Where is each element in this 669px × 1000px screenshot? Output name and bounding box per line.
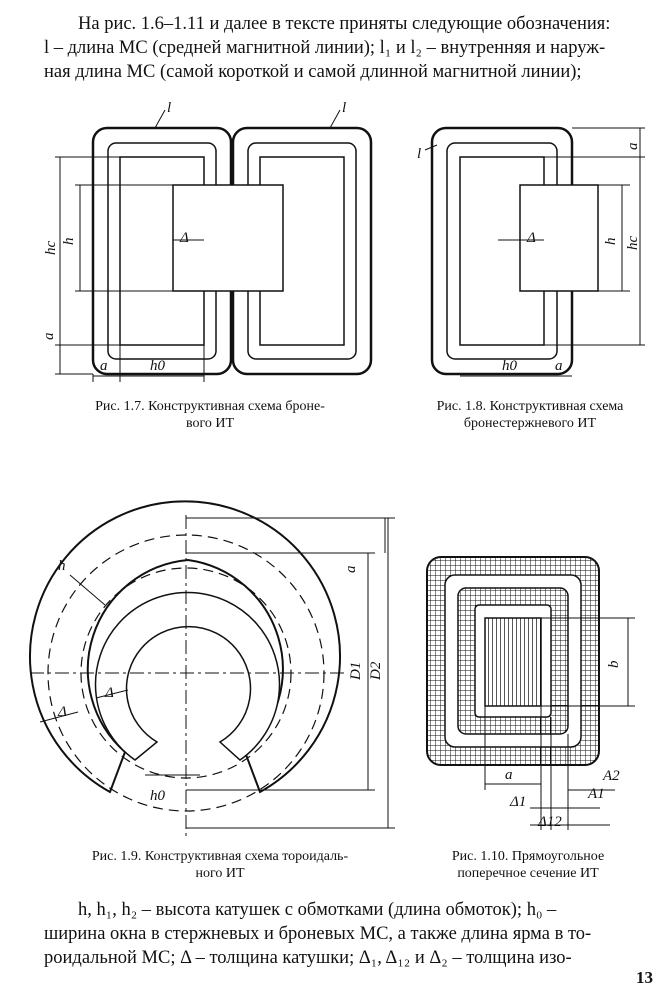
fig-1-10-caption: Рис. 1.10. Прямоугольное поперечное сече… xyxy=(418,848,638,882)
label-h: h xyxy=(603,238,619,246)
fig-1-7-diagram: l l hc h Δ a a h0 xyxy=(41,100,373,382)
intro-line-1: На рис. 1.6–1.11 и далее в тексте принят… xyxy=(78,14,611,34)
fig-1-8-diagram: l a h hc Δ h0 a xyxy=(417,126,645,377)
label-l: l xyxy=(342,100,346,116)
body-line-2: ширина окна в стержневых и броневых МС, … xyxy=(44,924,592,944)
label-l: l xyxy=(417,146,421,162)
page-number: 13 xyxy=(636,968,653,987)
caption-line: поперечное сечение ИТ xyxy=(457,866,599,881)
label-a: a xyxy=(343,566,359,574)
label-a: a xyxy=(625,143,641,151)
body-line-3: роидальной МС; Δ – толщина катушки; Δ₁, … xyxy=(44,948,572,968)
label-delta: Δ xyxy=(57,704,67,720)
caption-line: ного ИТ xyxy=(195,866,245,881)
label-h0: h0 xyxy=(502,358,518,374)
fig-1-7-caption: Рис. 1.7. Конструктивная схема броне- во… xyxy=(60,398,360,432)
caption-line: Рис. 1.8. Конструктивная схема xyxy=(436,399,624,414)
fig-1-10-diagram: b a A2 A1 Δ1 Δ12 xyxy=(426,556,635,830)
label-delta: Δ xyxy=(179,230,189,246)
label-hc: hc xyxy=(43,241,59,256)
label-d1: D1 xyxy=(348,662,364,681)
label-b: b xyxy=(606,660,622,668)
label-delta: Δ xyxy=(104,685,114,701)
label-a2: A2 xyxy=(602,768,620,784)
label-d2: D2 xyxy=(368,661,384,681)
fig-1-9-caption: Рис. 1.9. Конструктивная схема тороидаль… xyxy=(40,848,400,882)
label-delta: Δ xyxy=(526,230,536,246)
label-a: a xyxy=(555,358,563,374)
label-delta12: Δ12 xyxy=(537,814,562,830)
caption-line: Рис. 1.9. Конструктивная схема тороидаль… xyxy=(91,849,349,864)
label-l: l xyxy=(167,100,171,116)
caption-line: бронестержневого ИТ xyxy=(463,416,597,431)
label-h0: h0 xyxy=(150,358,166,374)
label-hc: hc xyxy=(625,236,641,251)
fig-1-8-caption: Рис. 1.8. Конструктивная схема бронестер… xyxy=(405,398,655,432)
intro-line-2: l – длина МС (средней магнитной линии); … xyxy=(44,38,606,58)
label-a: a xyxy=(100,358,108,374)
label-a: a xyxy=(505,767,513,783)
body-line-1: h, h₁, h₂ – высота катушек с обмотками (… xyxy=(78,900,557,920)
caption-line: Рис. 1.7. Конструктивная схема броне- xyxy=(95,399,325,414)
intro-line-3: ная длина МС (самой короткой и самой дли… xyxy=(44,62,582,82)
label-h: h xyxy=(58,558,66,574)
fig-1-9-diagram: h a D1 D2 Δ Δ h0 xyxy=(29,500,395,840)
label-delta1: Δ1 xyxy=(509,794,526,810)
label-a1: A1 xyxy=(587,786,605,802)
caption-line: Рис. 1.10. Прямоугольное xyxy=(451,849,605,864)
label-a: a xyxy=(41,333,57,341)
label-h: h xyxy=(61,238,77,246)
caption-line: вого ИТ xyxy=(185,416,235,431)
label-h0: h0 xyxy=(150,788,166,804)
